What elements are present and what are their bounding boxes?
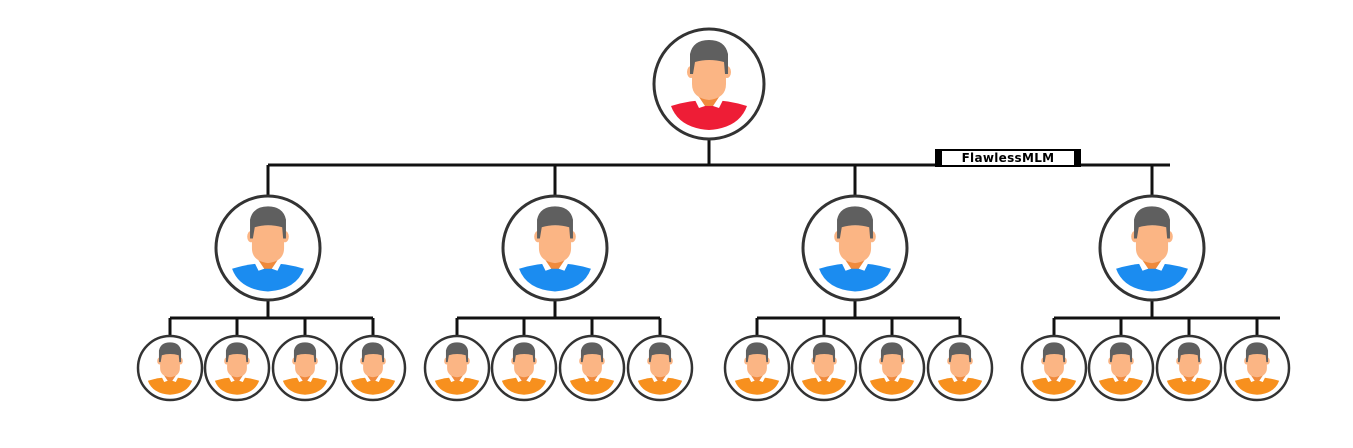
level-3-member-node: [423, 334, 491, 402]
person-icon: [1166, 342, 1212, 395]
level-3-member-node: [858, 334, 926, 402]
root-member-node: [652, 27, 766, 141]
level-3-member-node: [1020, 334, 1088, 402]
person-icon: [434, 342, 480, 395]
person-icon: [819, 206, 891, 292]
level-2-member-node: [501, 194, 609, 302]
person-icon: [501, 342, 547, 395]
brand-label-text: FlawlessMLM: [942, 151, 1074, 165]
level-3-member-node: [1155, 334, 1223, 402]
level-2-member-node: [214, 194, 322, 302]
person-icon: [282, 342, 328, 395]
level-3-member-node: [723, 334, 791, 402]
person-icon: [1031, 342, 1077, 395]
level-3-member-node: [558, 334, 626, 402]
person-icon: [232, 206, 304, 292]
level-3-member-node: [203, 334, 271, 402]
level-2-member-node: [1098, 194, 1206, 302]
person-icon: [350, 342, 396, 395]
person-icon: [1116, 206, 1188, 292]
person-icon: [1234, 342, 1280, 395]
level-3-member-node: [1223, 334, 1291, 402]
level-3-member-node: [926, 334, 994, 402]
person-icon: [1098, 342, 1144, 395]
level-3-member-node: [490, 334, 558, 402]
person-icon: [519, 206, 591, 292]
person-icon: [671, 40, 747, 130]
level-3-member-node: [626, 334, 694, 402]
person-icon: [569, 342, 615, 395]
person-icon: [637, 342, 683, 395]
person-icon: [801, 342, 847, 395]
person-icon: [147, 342, 193, 395]
person-icon: [937, 342, 983, 395]
level-3-member-node: [339, 334, 407, 402]
level-3-member-node: [1087, 334, 1155, 402]
person-icon: [869, 342, 915, 395]
level-3-member-node: [136, 334, 204, 402]
level-3-member-node: [271, 334, 339, 402]
person-icon: [214, 342, 260, 395]
level-3-member-node: [790, 334, 858, 402]
person-icon: [734, 342, 780, 395]
brand-label: FlawlessMLM: [935, 149, 1081, 167]
level-2-member-node: [801, 194, 909, 302]
